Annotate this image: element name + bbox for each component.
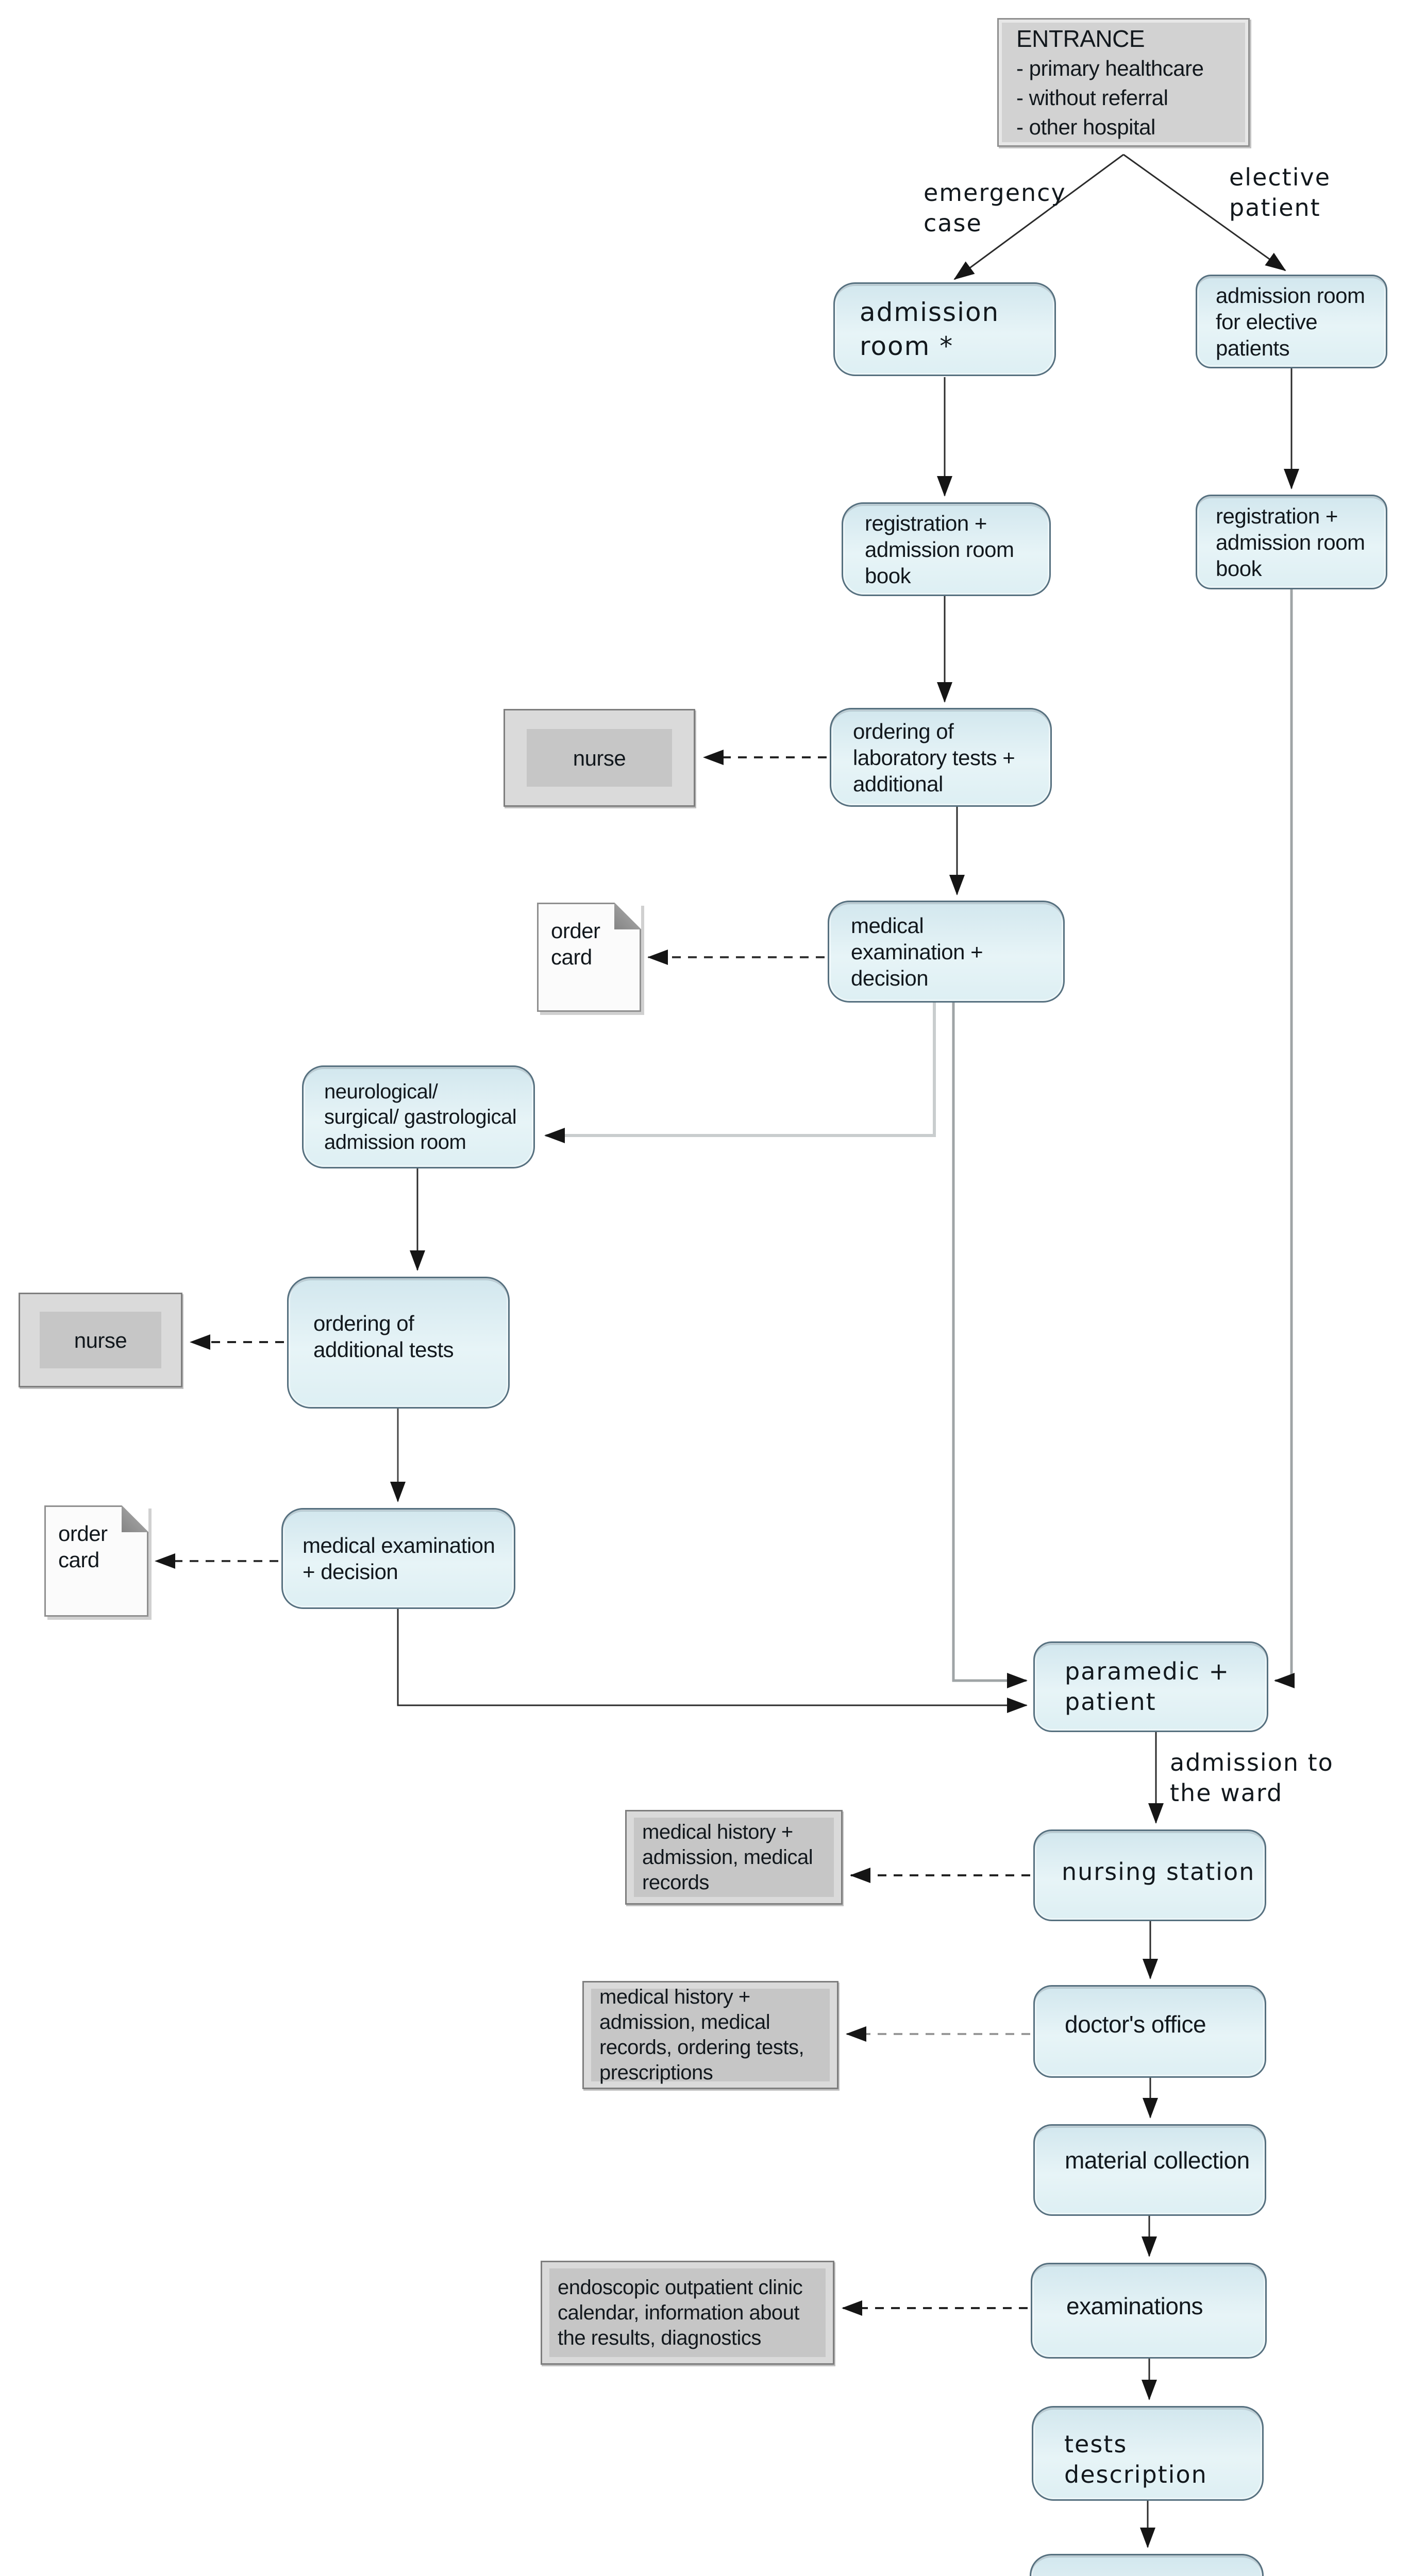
- entrance-item-hospital: - other hospital: [1016, 114, 1155, 139]
- entrance-item-primary: - primary healthcare: [1016, 56, 1204, 80]
- node-registration-right: registration + admission room book: [1196, 495, 1387, 589]
- edge-exam2-paramedic: [397, 1609, 1028, 1713]
- page-fold-icon: [122, 1505, 148, 1532]
- edge-exam1-paramedic: [952, 1003, 1028, 1688]
- node-admission-room-elective: admission room for elective patients: [1196, 275, 1387, 368]
- entity-medical-history-records: medical history + admission, medical rec…: [625, 1810, 843, 1905]
- node-ordering-additional-tests: ordering of additional tests: [287, 1277, 510, 1409]
- node-medical-exam-2: medical examination + decision: [281, 1508, 515, 1609]
- node-treatment-process: treatment process: [1030, 2554, 1264, 2576]
- node-registration-left: registration + admission room book: [842, 502, 1051, 596]
- page-fold-icon: [614, 903, 641, 929]
- edge-entrance-elective: [1123, 154, 1286, 272]
- node-medical-exam-1: medical examination + decision: [828, 901, 1065, 1003]
- branch-label-elective: elective patient: [1229, 163, 1331, 222]
- branch-label-emergency: emergency case: [924, 179, 1066, 237]
- entrance-item-referral: - without referral: [1016, 85, 1168, 110]
- entity-endoscopic-info: endoscopic outpatient clinic calendar, i…: [541, 2261, 834, 2365]
- node-material-collection: material collection: [1033, 2124, 1266, 2216]
- node-tests-description: tests description: [1032, 2406, 1264, 2501]
- edge-entrance-emergency: [953, 154, 1124, 280]
- node-entrance: ENTRANCE - primary healthcare - without …: [997, 18, 1250, 147]
- edge-registration-elective-paramedic: [1274, 589, 1295, 1688]
- entity-nurse-2: nurse: [19, 1293, 182, 1387]
- node-examinations: examinations: [1031, 2263, 1267, 2359]
- doc-order-card-2: order card: [44, 1505, 148, 1617]
- entity-nurse-1: nurse: [504, 709, 695, 807]
- edge-exam1-neurological: [544, 1003, 936, 1143]
- edge-label-admission-to-ward: admission to the ward: [1170, 1749, 1334, 1807]
- node-nursing-station: nursing station: [1033, 1829, 1266, 1921]
- doc-order-card-1: order card: [537, 903, 641, 1012]
- node-ordering-lab-tests: ordering of laboratory tests + additiona…: [830, 708, 1052, 807]
- entrance-title: ENTRANCE: [1016, 25, 1145, 52]
- node-admission-room: admission room *: [833, 282, 1056, 376]
- node-neurological-admission: neurological/ surgical/ gastrological ad…: [302, 1065, 535, 1168]
- entity-medical-history-full: medical history + admission, medical rec…: [582, 1981, 838, 2089]
- node-paramedic-patient: paramedic + patient: [1033, 1641, 1268, 1732]
- node-doctors-office: doctor's office: [1033, 1985, 1266, 2078]
